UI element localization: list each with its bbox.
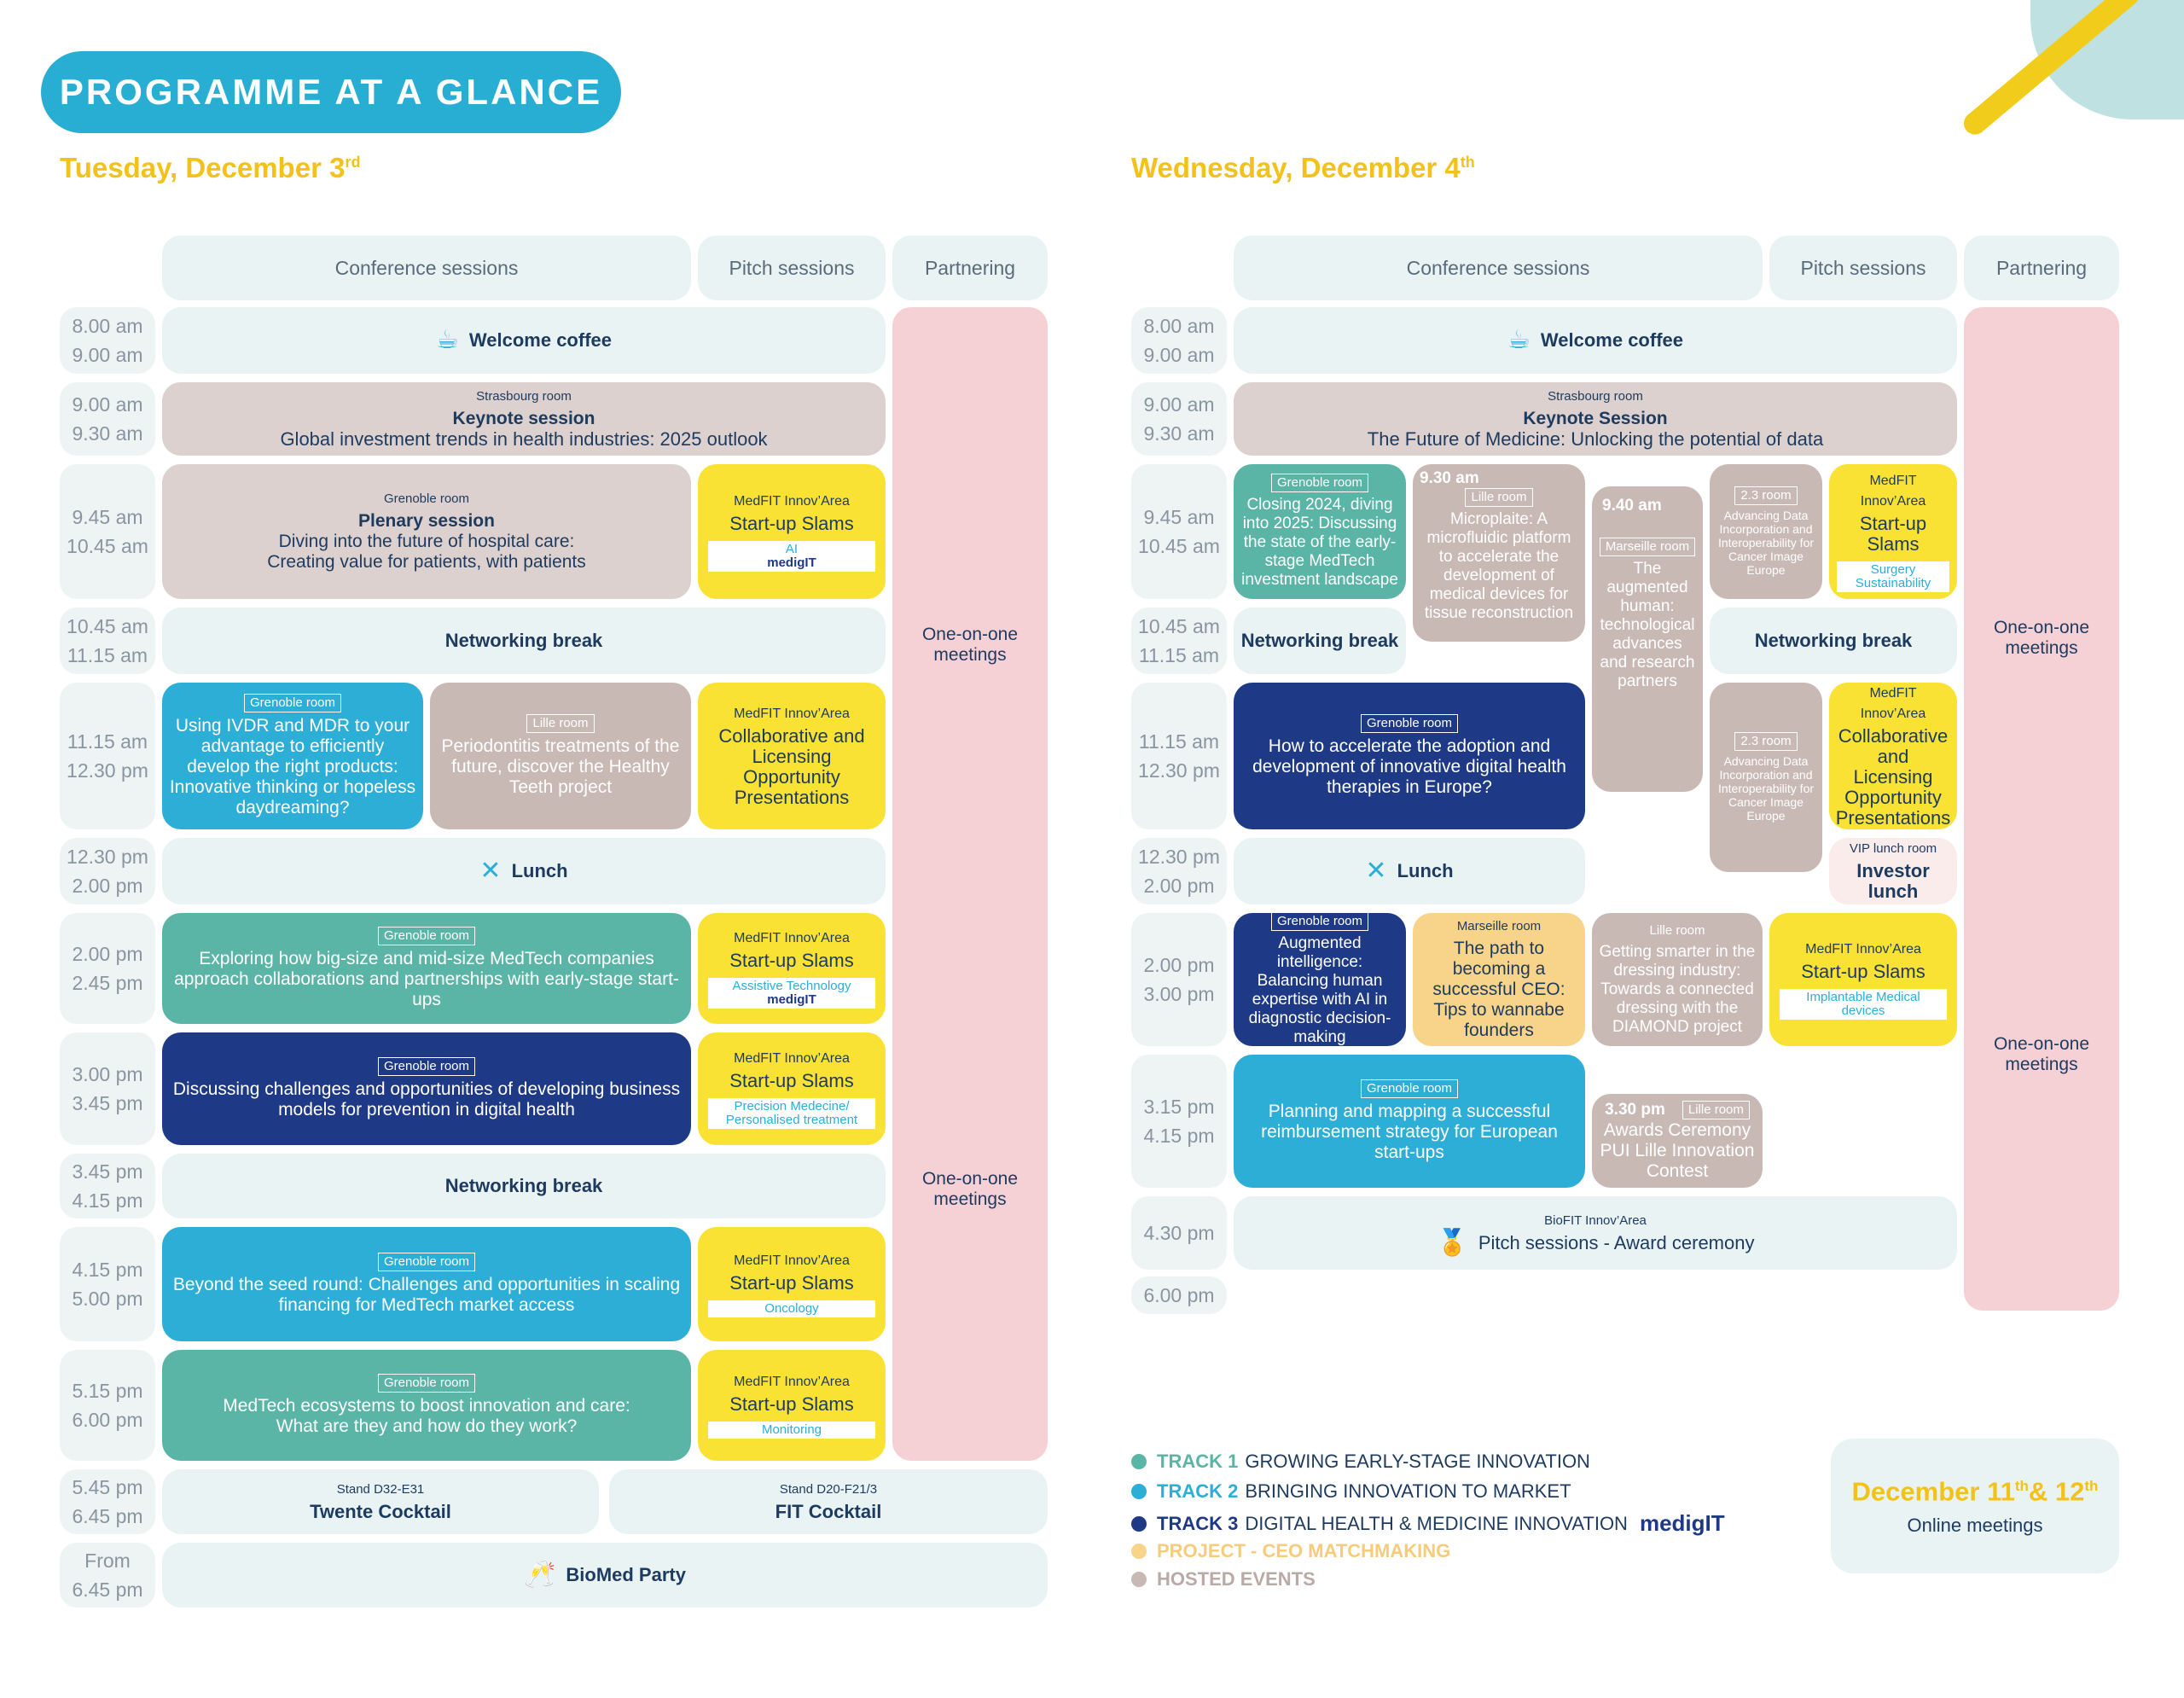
meetings-label: One-on-one meetings <box>1993 618 2090 658</box>
online-meetings-box[interactable]: December 11th& 12th Online meetings <box>1831 1439 2119 1573</box>
networking-break-wed-b[interactable]: Networking break <box>1710 608 1957 674</box>
pitch-startup-slams-precision[interactable]: MedFIT Innov’Area Start-up Slams Precisi… <box>698 1032 886 1145</box>
cutlery-icon: ✕ <box>1365 857 1387 885</box>
session-medtech-ecosystems[interactable]: Grenoble room MedTech ecosystems to boos… <box>162 1350 691 1461</box>
header-conference-wed: Conference sessions <box>1234 236 1763 300</box>
session-digital-health-therapies[interactable]: Grenoble room How to accelerate the adop… <box>1234 683 1585 829</box>
cutlery-icon: ✕ <box>479 857 502 885</box>
networking-break-wed-a[interactable]: Networking break <box>1234 608 1406 674</box>
session-advancing-data-2[interactable]: 2.3 room Advancing Data Incorporation an… <box>1710 683 1822 872</box>
session-augmented-intelligence[interactable]: Grenoble room Augmented intelligence: Ba… <box>1234 913 1406 1046</box>
header-partnering-tue: Partnering <box>892 236 1048 300</box>
lunch-tue[interactable]: ✕Lunch <box>162 838 886 904</box>
pitch-startup-slams-surgery[interactable]: MedFIT Innov’Area Start-up Slams Surgery… <box>1829 464 1957 599</box>
award-medal-icon: 🏅 <box>1436 1229 1468 1257</box>
welcome-coffee-wed[interactable]: ☕Welcome coffee <box>1234 307 1957 374</box>
header-pitch-wed: Pitch sessions <box>1769 236 1957 300</box>
session-dressing-industry[interactable]: Lille room Getting smarter in the dressi… <box>1592 913 1763 1046</box>
awards-ceremony-pui[interactable]: 3.30 pm Lille room Awards Ceremony PUI L… <box>1592 1094 1763 1188</box>
legend-hosted-events: HOSTED EVENTS <box>1131 1568 1322 1590</box>
plenary-session-tue[interactable]: Grenoble room Plenary session Diving int… <box>162 464 691 599</box>
legend-project: PROJECT - CEO MATCHMAKING <box>1131 1540 1457 1562</box>
session-beyond-seed[interactable]: Grenoble room Beyond the seed round: Cha… <box>162 1227 691 1341</box>
pitch-collaborative-licensing-wed[interactable]: MedFIT Innov’Area Collaborative and Lice… <box>1829 683 1957 829</box>
wednesday-title: Wednesday, December 4th <box>1131 152 1475 183</box>
tuesday-title: Tuesday, December 3rd <box>60 152 361 183</box>
session-exploring-medtech[interactable]: Grenoble room Exploring how big-size and… <box>162 913 691 1024</box>
fit-cocktail[interactable]: Stand D20-F21/3 FIT Cocktail <box>609 1469 1048 1534</box>
pitch-startup-slams-implantable[interactable]: MedFIT Innov’Area Start-up Slams Implant… <box>1769 913 1957 1046</box>
coffee-cup-icon: ☕ <box>435 326 459 354</box>
coffee-cup-icon: ☕ <box>1507 326 1531 354</box>
header-pitch-tue: Pitch sessions <box>698 236 886 300</box>
session-ceo-path[interactable]: Marseille room The path to becoming a su… <box>1413 913 1585 1046</box>
pitch-startup-slams-assistive[interactable]: MedFIT Innov’Area Start-up Slams Assisti… <box>698 913 886 1024</box>
pitch-startup-slams-monitoring[interactable]: MedFIT Innov’Area Start-up Slams Monitor… <box>698 1350 886 1461</box>
networking-break-tue-2[interactable]: Networking break <box>162 1154 886 1218</box>
meetings-label: One-on-one meetings <box>921 1169 1019 1209</box>
partnering-column-wed: One-on-one meetings One-on-one meetings <box>1964 307 2119 1311</box>
session-periodontitis[interactable]: Lille room Periodontitis treatments of t… <box>430 683 691 829</box>
lunch-wed[interactable]: ✕Lunch <box>1234 838 1585 904</box>
time-slot: 4.30 pm <box>1131 1196 1227 1270</box>
meetings-label: One-on-one meetings <box>1993 1034 2090 1074</box>
pitch-collaborative-licensing-tue[interactable]: MedFIT Innov’Area Collaborative and Lice… <box>698 683 886 829</box>
legend-track-3: TRACK 3 DIGITAL HEALTH & MEDICINE INNOVA… <box>1131 1510 1725 1537</box>
twente-cocktail[interactable]: Stand D32-E31 Twente Cocktail <box>162 1469 599 1534</box>
header-conference-tue: Conference sessions <box>162 236 691 300</box>
pitch-startup-slams-oncology[interactable]: MedFIT Innov’Area Start-up Slams Oncolog… <box>698 1227 886 1341</box>
time-slot: 6.00 pm <box>1131 1276 1227 1314</box>
biomed-party[interactable]: 🥂BioMed Party <box>162 1543 1048 1608</box>
session-advancing-data-1[interactable]: 2.3 room Advancing Data Incorporation an… <box>1710 464 1822 599</box>
session-discussing-challenges[interactable]: Grenoble room Discussing challenges and … <box>162 1032 691 1145</box>
partnering-column-tue: One-on-one meetings One-on-one meetings <box>892 307 1048 1461</box>
medigit-logo: medigIT <box>1639 1510 1725 1536</box>
session-microplaite[interactable]: 9.30 am Lille room Microplaite: A microf… <box>1413 464 1585 642</box>
legend-track-1: TRACK 1 GROWING EARLY-STAGE INNOVATION <box>1131 1451 1590 1473</box>
header-partnering-wed: Partnering <box>1964 236 2119 300</box>
biofit-award-ceremony[interactable]: BioFIT Innov’Area 🏅Pitch sessions - Awar… <box>1234 1196 1957 1270</box>
investor-lunch[interactable]: VIP lunch room Investor lunch <box>1829 838 1957 904</box>
session-ivdr-mdr[interactable]: Grenoble room Using IVDR and MDR to your… <box>162 683 423 829</box>
session-closing-2024[interactable]: Grenoble room Closing 2024, diving into … <box>1234 464 1406 599</box>
champagne-glasses-icon: 🥂 <box>524 1561 556 1589</box>
welcome-coffee-tue[interactable]: ☕Welcome coffee <box>162 307 886 374</box>
session-augmented-human[interactable]: 9.40 am Marseille room The augmented hum… <box>1592 486 1703 792</box>
keynote-session-wed[interactable]: Strasbourg room Keynote Session The Futu… <box>1234 382 1957 456</box>
page-title: PROGRAMME AT A GLANCE <box>41 51 621 133</box>
keynote-session-tue[interactable]: Strasbourg room Keynote session Global i… <box>162 382 886 456</box>
online-meetings-label: Online meetings <box>1907 1515 2043 1537</box>
online-dates: December 11th& 12th <box>1851 1476 2099 1507</box>
legend-track-2: TRACK 2 BRINGING INNOVATION TO MARKET <box>1131 1480 1571 1503</box>
meetings-label: One-on-one meetings <box>921 625 1019 665</box>
session-reimbursement-strategy[interactable]: Grenoble room Planning and mapping a suc… <box>1234 1055 1585 1188</box>
networking-break-tue-1[interactable]: Networking break <box>162 608 886 674</box>
